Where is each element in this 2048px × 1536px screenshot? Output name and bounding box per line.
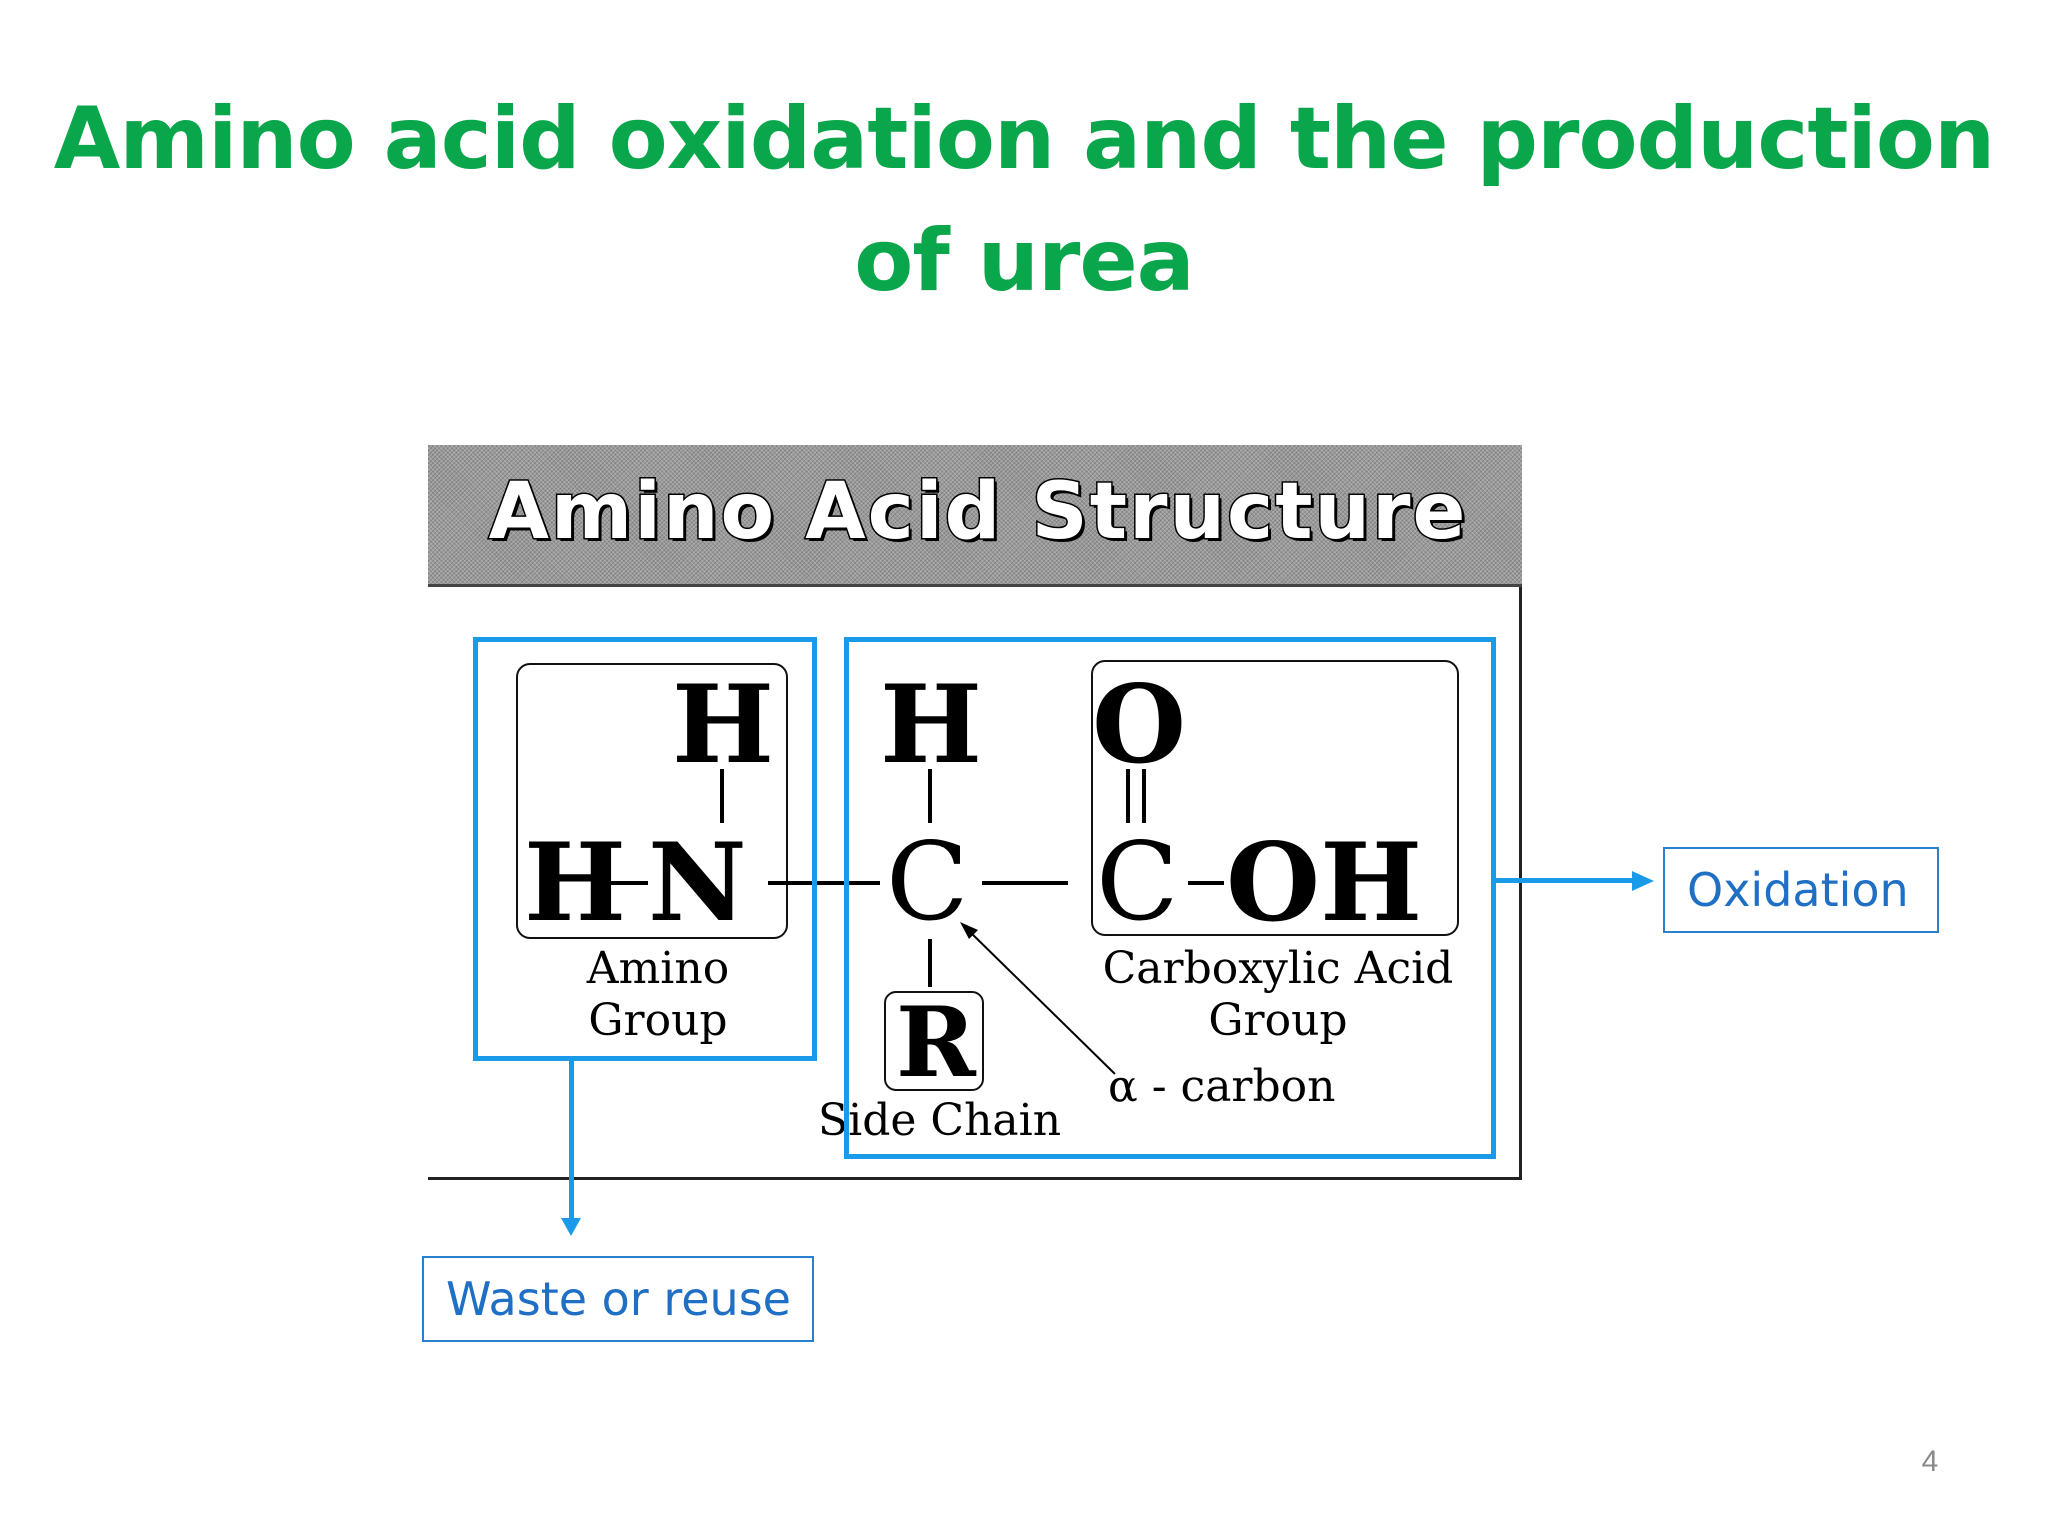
bond-c-oh [1188,881,1224,885]
figure-header-text: Amino Acid Structure [487,466,1468,559]
oxidation-callout: Oxidation [1663,847,1939,933]
amino-group-label: Amino Group [548,943,768,1047]
page-number: 4 [1921,1445,1939,1478]
bond-c-o-double-right [1142,769,1146,823]
carboxyl-oh: OH [1226,820,1423,946]
amino-label-line1: Amino [586,943,730,994]
slide-title: Amino acid oxidation and the production … [0,78,2048,322]
carboxyl-label-line1: Carboxylic Acid [1102,943,1454,994]
bond-c-o-double-left [1126,769,1130,823]
carboxyl-alpha-highlight [844,637,1496,1159]
carboxyl-group-frame [1091,660,1459,936]
bond-n-c-alpha [768,881,880,885]
bond-c-alpha-c-carboxyl [982,881,1068,885]
bond-c-h-vertical [928,769,932,823]
bond-n-h-vertical [720,769,724,823]
carboxyl-o: O [1092,662,1187,788]
bond-c-r-vertical [928,939,932,987]
waste-callout: Waste or reuse [422,1256,814,1342]
side-chain-r: R [896,986,976,1099]
amino-n: N [648,820,747,946]
oxidation-arrow-line [1496,878,1636,883]
amino-h-left: H [524,820,627,946]
slide-title-line1: Amino acid oxidation and the production [53,89,1995,189]
side-chain-label: Side Chain [818,1095,1062,1146]
bond-h-n [610,881,648,885]
alpha-h: H [880,662,983,788]
amino-h-top: H [672,662,775,788]
alpha-carbon-label: α - carbon [1108,1061,1336,1112]
carboxyl-c: C [1096,820,1179,945]
carboxyl-group-label: Carboxylic Acid Group [1078,943,1478,1047]
slide-title-line2: of urea [854,211,1194,311]
amino-group-frame [516,663,788,939]
amino-group-highlight [473,637,817,1061]
alpha-c: C [886,820,969,945]
carboxyl-label-line2: Group [1208,995,1348,1046]
amino-label-line2: Group [588,995,728,1046]
figure-header-bar: Amino Acid Structure [428,445,1522,587]
waste-arrow-line [569,1061,574,1223]
